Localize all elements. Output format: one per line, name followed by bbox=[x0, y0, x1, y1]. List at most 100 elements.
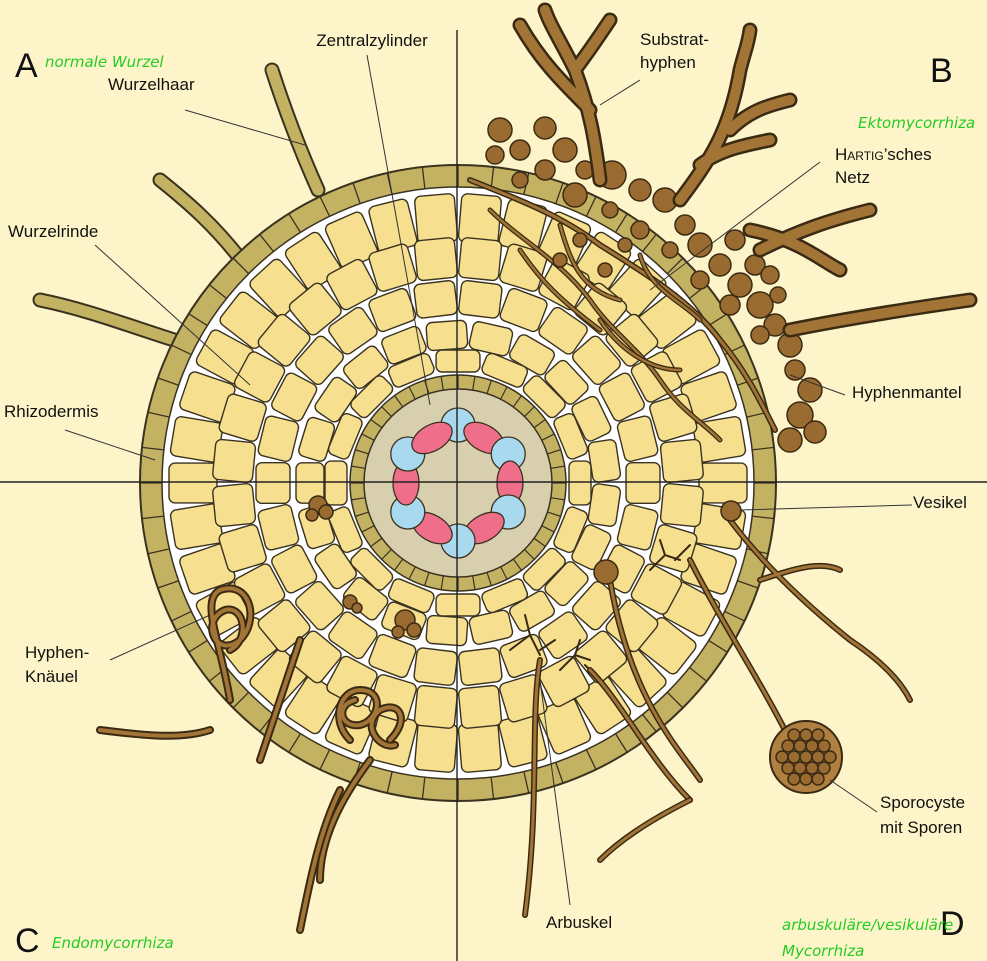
spore bbox=[793, 739, 807, 753]
endodermis-divider bbox=[381, 549, 392, 560]
rhizodermis-divider bbox=[737, 580, 759, 589]
cortex-cell bbox=[468, 321, 514, 357]
mantle-hypha bbox=[552, 252, 568, 268]
endodermis-divider bbox=[440, 575, 444, 590]
cortex-cell bbox=[571, 395, 612, 442]
endodermis-divider bbox=[351, 465, 366, 469]
spore bbox=[817, 739, 831, 753]
rhizodermis-divider bbox=[386, 771, 393, 794]
rhizodermis-divider bbox=[259, 233, 274, 252]
cortex-cell bbox=[257, 415, 300, 462]
vesicle bbox=[720, 500, 742, 522]
mantle-hypha bbox=[724, 229, 746, 251]
cortex-cell bbox=[326, 258, 378, 311]
cortex-cell bbox=[544, 359, 589, 405]
cortex-cell bbox=[499, 287, 548, 333]
cortex-cell bbox=[387, 578, 435, 614]
rhizodermis-divider bbox=[141, 446, 164, 451]
endodermis-divider bbox=[547, 511, 561, 517]
hartig-name: Hartig bbox=[835, 145, 884, 164]
cortex-cell bbox=[212, 482, 257, 528]
cortex-cells bbox=[168, 193, 748, 773]
cortex-cell bbox=[327, 506, 363, 554]
rhizodermis-divider bbox=[490, 777, 495, 800]
cortex-cell bbox=[413, 279, 458, 319]
central-cylinder bbox=[363, 388, 553, 578]
spore bbox=[781, 739, 795, 753]
cortex-cell bbox=[314, 376, 357, 423]
spore bbox=[787, 750, 801, 764]
mantle-hypha bbox=[690, 270, 710, 290]
spore bbox=[775, 750, 789, 764]
cortex-cell bbox=[572, 335, 621, 386]
annotation-normale-wurzel: normale Wurzel bbox=[45, 53, 164, 71]
cortex-cell bbox=[468, 609, 514, 645]
cortex-cell bbox=[587, 439, 622, 483]
rhizodermis-divider bbox=[614, 733, 628, 753]
cortex-cell bbox=[630, 563, 683, 615]
endodermis-divider bbox=[472, 376, 476, 391]
spore bbox=[811, 728, 825, 742]
endodermis-divider bbox=[361, 525, 375, 533]
mantle-hypha bbox=[485, 145, 505, 165]
endodermis-divider bbox=[541, 433, 555, 441]
label-zentralzylinder: Zentralzylinder bbox=[316, 31, 428, 50]
cortex-cell bbox=[413, 237, 459, 282]
rhizodermis-divider bbox=[642, 714, 657, 733]
rhizodermis-divider bbox=[171, 344, 192, 356]
rhizodermis-divider bbox=[232, 257, 250, 275]
annotation-avm-line1: arbuskuläre/vesikuläre bbox=[782, 916, 953, 934]
root-hairs bbox=[32, 62, 326, 353]
cortex-cell bbox=[233, 351, 286, 403]
cortex-cell bbox=[328, 306, 378, 355]
mantle-hypha bbox=[630, 220, 650, 240]
annotation-ektomycorrhiza: Ektomycorrhiza bbox=[858, 114, 975, 132]
endodermis-divider bbox=[550, 497, 565, 501]
endodermis-divider bbox=[408, 566, 416, 580]
spore bbox=[823, 750, 837, 764]
endodermis-cells bbox=[350, 375, 566, 591]
mantle-hypha bbox=[746, 291, 774, 319]
quadrant-d: D bbox=[940, 905, 965, 943]
endodermis-divider bbox=[524, 406, 535, 417]
mantle-hypha bbox=[533, 116, 557, 140]
mantle-hypha bbox=[760, 265, 780, 285]
endodermis-divider bbox=[355, 449, 369, 455]
rhizodermis-divider bbox=[188, 313, 208, 327]
rhizodermis-divider bbox=[724, 610, 745, 622]
cortex-cell bbox=[368, 243, 417, 292]
cortex-cell bbox=[587, 483, 622, 527]
cortex-cell bbox=[212, 438, 257, 484]
hyphal-coils bbox=[96, 584, 405, 934]
label-arbuskel: Arbuskel bbox=[546, 913, 612, 932]
rhizodermis-divider bbox=[642, 233, 657, 252]
mantle-hypha bbox=[674, 214, 696, 236]
label-hartig-line2: Netz bbox=[835, 168, 870, 187]
endodermis-divider bbox=[533, 537, 546, 547]
spore bbox=[811, 750, 825, 764]
rhizodermis-divider bbox=[147, 548, 170, 555]
label-hyphenmantel: Hyphenmantel bbox=[852, 383, 962, 402]
label-wurzelhaar: Wurzelhaar bbox=[108, 75, 195, 94]
cortex-cell bbox=[458, 647, 503, 687]
cortex-cell bbox=[425, 614, 469, 647]
cortex-cell bbox=[350, 375, 394, 419]
spore bbox=[787, 728, 801, 742]
substrate-hyphae bbox=[512, 2, 978, 338]
label-substrat-line2: hyphen bbox=[640, 53, 696, 72]
endodermis-divider bbox=[486, 572, 492, 586]
rhizodermis-divider bbox=[232, 691, 250, 709]
mantle-hypha bbox=[719, 294, 741, 316]
cortex-cell bbox=[414, 721, 459, 773]
cortex-cell bbox=[538, 655, 590, 708]
cortex-cell bbox=[218, 393, 267, 442]
sporocyst bbox=[769, 720, 843, 794]
mantle-hypha bbox=[509, 139, 531, 161]
endodermis-divider bbox=[472, 575, 476, 590]
label-wurzelrinde: Wurzelrinde bbox=[8, 222, 98, 241]
mantle-hypha bbox=[777, 427, 803, 453]
mantle-hypha bbox=[750, 325, 770, 345]
label-hyphen-line2: Knäuel bbox=[25, 667, 78, 686]
cortex-cell bbox=[368, 633, 417, 679]
